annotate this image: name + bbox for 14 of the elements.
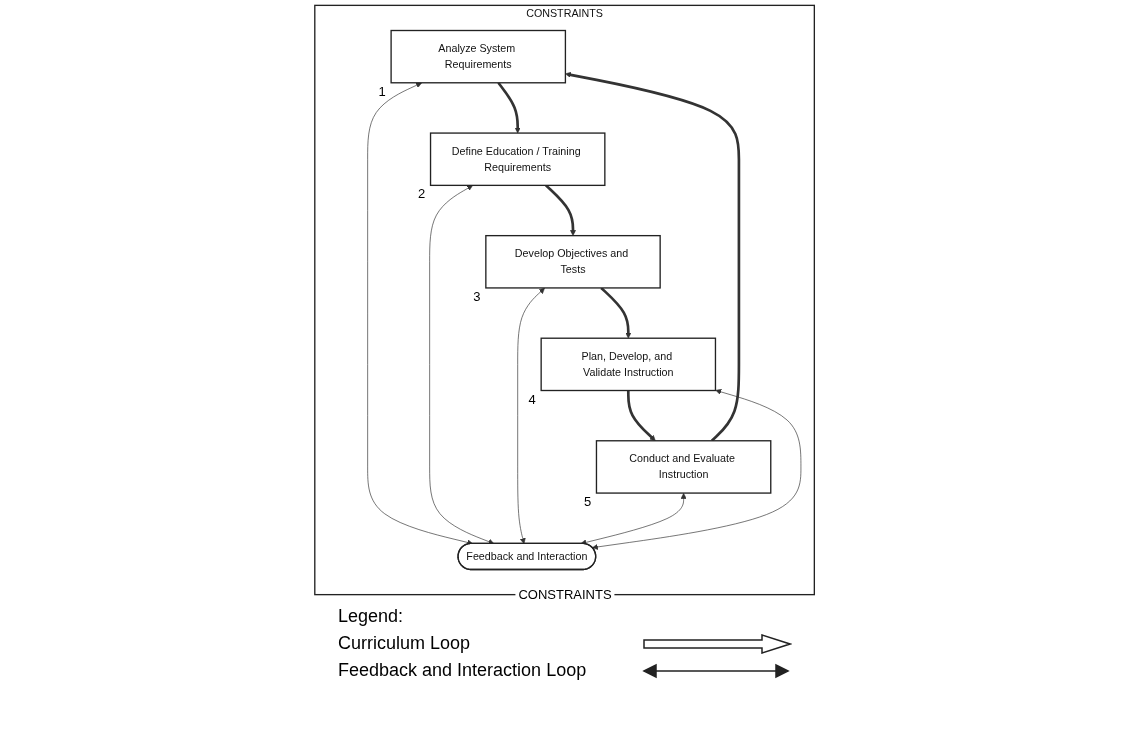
arrow [600, 286, 632, 339]
arrow [545, 184, 577, 236]
node-box: Conduct and Evaluate Instruction [596, 440, 772, 494]
arrow [627, 390, 657, 442]
arrow [497, 81, 522, 134]
node-box: Define Education / Training Requirements [430, 132, 606, 187]
node-box: Analyze System Requirements [390, 29, 567, 84]
node-box: Develop Objectives and Tests [485, 234, 662, 289]
node-box: Plan, Develop, and Validate Instruction [540, 337, 717, 392]
legend-label: Feedback and Interaction Loop [338, 660, 588, 681]
legend-label: Curriculum Loop [338, 633, 472, 654]
arrow [565, 71, 741, 442]
legend-heading: Legend: [338, 606, 405, 627]
border-heading: CONSTRAINTS [515, 587, 615, 602]
